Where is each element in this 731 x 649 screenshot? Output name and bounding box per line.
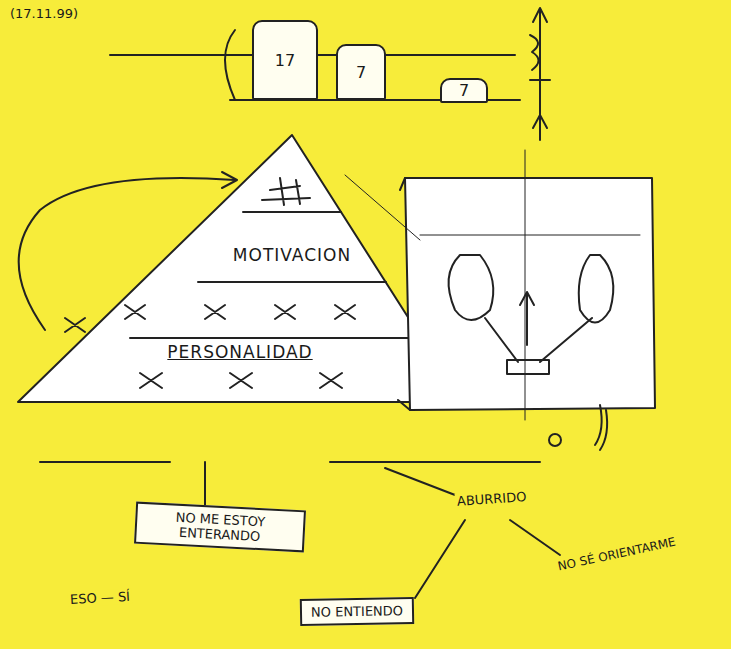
dot: [549, 434, 561, 446]
bin-box: 7: [336, 44, 386, 100]
handwritten-note: (17.11.99): [8, 6, 80, 21]
tick-mark: [530, 80, 550, 128]
panel-edge: [398, 178, 410, 410]
node-text: 17: [275, 51, 295, 70]
note-box: NO ME ESTOY ENTERANDO: [134, 502, 306, 553]
panel: [405, 178, 655, 410]
vertical-arrow: [539, 10, 541, 140]
leader-line: [510, 520, 560, 555]
handwritten-note: ESO — SÍ: [68, 589, 133, 607]
band-line: [243, 211, 341, 213]
node-text: 7: [459, 81, 469, 100]
guide-line: [420, 150, 640, 420]
band-line: [130, 337, 423, 339]
arrow-head: [222, 172, 237, 188]
leader-line: [485, 318, 592, 362]
leader-line: [415, 520, 465, 598]
bracket: [225, 30, 235, 100]
node-text: NO ENTIENDO: [311, 603, 403, 620]
device-symbol: [507, 360, 549, 374]
x-marks: [140, 373, 342, 388]
x-marks: [65, 305, 355, 332]
pyramid: [18, 135, 462, 402]
node-text: PERSONALIDAD: [167, 342, 312, 362]
arrow-head: [533, 8, 547, 22]
band-line: [198, 281, 386, 283]
curved-arrow: [19, 178, 235, 330]
squiggle: [530, 35, 539, 70]
divider-line: [40, 461, 540, 463]
pyramid-band: MOTIVACION: [233, 245, 351, 265]
handwritten-note: NO SÉ ORIENTARME: [555, 534, 679, 573]
node-text: 7: [356, 63, 366, 82]
leader-line: [385, 468, 455, 495]
arrow: [520, 292, 534, 345]
handwritten-note: ABURRIDO: [454, 489, 528, 509]
bin-box: 17: [252, 20, 318, 100]
guide-line: [345, 175, 420, 240]
hand-figure: [449, 255, 494, 320]
hand-figure: [579, 255, 614, 323]
note-box: NO ENTIENDO: [300, 597, 414, 626]
pyramid-band: PERSONALIDAD: [167, 342, 312, 362]
bin-box: 7: [440, 78, 488, 103]
cable: [595, 405, 607, 450]
node-text: NO ME ESTOY ENTERANDO: [144, 508, 295, 546]
leader-line: [204, 462, 206, 505]
scribble: [262, 178, 310, 205]
node-text: MOTIVACION: [233, 245, 351, 265]
